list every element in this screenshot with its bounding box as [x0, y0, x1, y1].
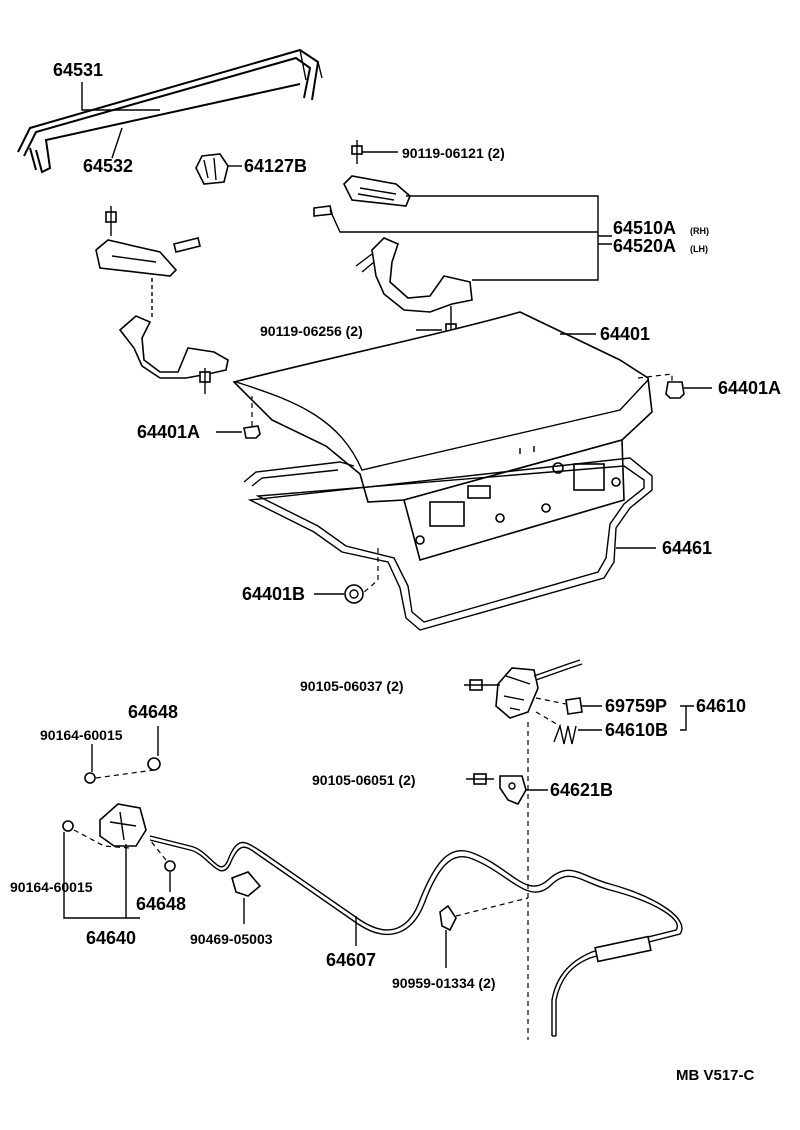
leader-64531 [81, 82, 160, 111]
clamp-90959-01334 [439, 897, 529, 932]
label-64648-top: 64648 [128, 702, 178, 722]
leader-64532 [111, 127, 123, 159]
label-90164-60015-top: 90164-60015 [40, 727, 123, 743]
label-64531: 64531 [53, 60, 103, 80]
bumper-64401A-right [665, 381, 685, 399]
leader-64510A [329, 195, 612, 281]
torsion-bar-64532 [29, 83, 301, 174]
bumper-64401A-left [243, 425, 261, 439]
label-64401A-right: 64401A [718, 378, 781, 398]
weatherstrip-64461 [243, 457, 653, 631]
label-64610B: 64610B [605, 720, 668, 740]
label-90164-60015-bottom: 90164-60015 [10, 879, 93, 895]
spring-64610B [535, 711, 577, 745]
label-64648-bottom: 64648 [136, 894, 186, 914]
bolt-90119-06121 [351, 140, 363, 164]
dash-64401B [361, 548, 379, 595]
label-64461: 64461 [662, 538, 712, 558]
label-90105-06037: 90105-06037 (2) [300, 678, 404, 694]
label-64621B: 64621B [550, 780, 613, 800]
label-90959-01334: 90959-01334 (2) [392, 975, 496, 991]
label-69759P: 69759P [605, 696, 667, 716]
label-64520A-side: (LH) [690, 244, 708, 254]
bolt-90105-06037 [464, 679, 500, 691]
clip-90469-05003 [231, 871, 262, 897]
label-90119-06256: 90119-06256 (2) [260, 323, 363, 339]
torsion-bar-64531 [17, 48, 323, 157]
bracket-64610 [680, 705, 694, 731]
label-64610: 64610 [696, 696, 746, 716]
label-64401: 64401 [600, 324, 650, 344]
lock-64610 [495, 659, 583, 719]
label-64520A: 64520A [613, 236, 676, 256]
clip-64127B [195, 153, 229, 185]
leader-64640 [63, 832, 140, 919]
label-90469-05003: 90469-05003 [190, 931, 273, 947]
label-64607: 64607 [326, 950, 376, 970]
opener-64640 [62, 757, 176, 872]
label-90119-06121: 90119-06121 (2) [402, 145, 505, 161]
cable-64607 [149, 835, 683, 1037]
label-64401A-left: 64401A [137, 422, 200, 442]
cushion-64401B [344, 584, 364, 604]
label-64510A-side: (RH) [690, 226, 709, 236]
striker-64621B [499, 775, 527, 806]
label-64532: 64532 [83, 156, 133, 176]
diagram-code: MB V517-C [676, 1067, 755, 1084]
label-90105-06051: 90105-06051 (2) [312, 772, 416, 788]
label-64127B: 64127B [244, 156, 307, 176]
dash-64401A-right [637, 373, 673, 382]
label-64640: 64640 [86, 928, 136, 948]
label-64401B: 64401B [242, 584, 305, 604]
label-64510A: 64510A [613, 218, 676, 238]
cylinder-69759P [535, 697, 583, 715]
hinge-left [95, 206, 229, 394]
hinge-64510A [313, 175, 473, 313]
bolt-90105-06051 [466, 773, 494, 785]
